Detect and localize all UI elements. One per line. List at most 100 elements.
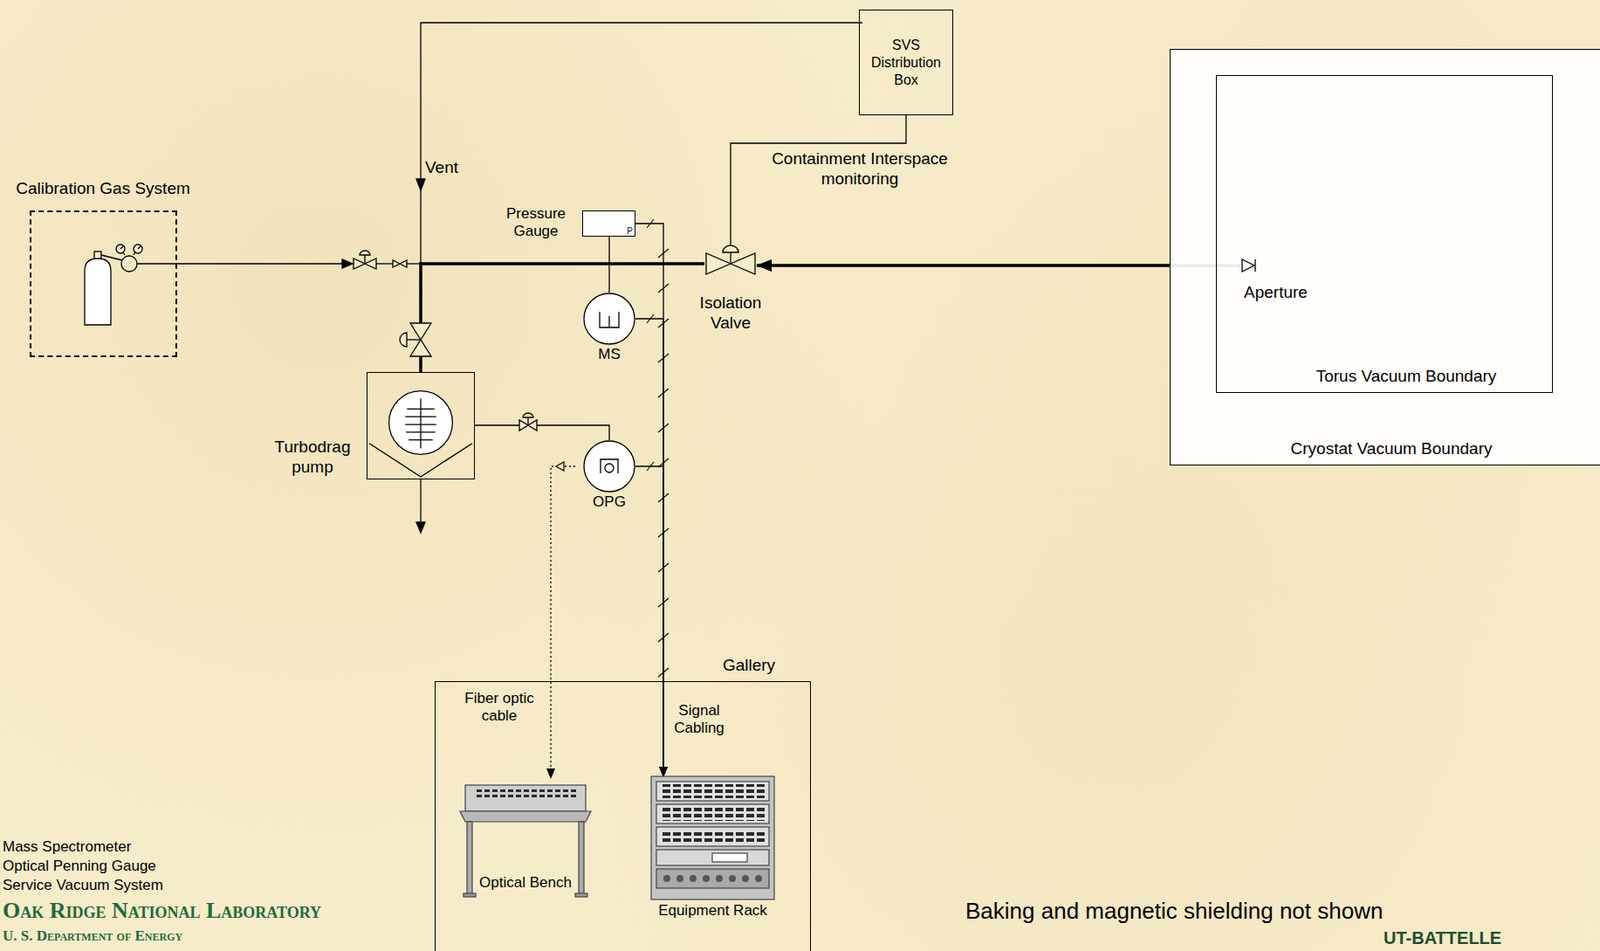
gas-cylinder	[137, 246, 141, 249]
rack-illustration	[659, 829, 765, 844]
aperture-mark	[1242, 259, 1255, 272]
calibration-line	[399, 260, 407, 268]
gas-cylinder	[101, 254, 123, 261]
aperture-symbol: Aperture	[1240, 256, 1258, 275]
main-pipe	[399, 332, 407, 347]
boundary-label: Cryostat Vacuum Boundary	[1260, 439, 1523, 460]
main-pipe	[418, 261, 423, 323]
gauge-mark: P	[626, 226, 633, 236]
calibration-line	[363, 254, 365, 264]
cable-ticks	[646, 219, 669, 677]
cable-label: Fiber optic cable	[455, 689, 543, 726]
rack-illustration	[656, 868, 770, 888]
calibration-line	[342, 259, 353, 268]
calibration-line	[359, 250, 371, 255]
mass-spectrometer: MS	[583, 292, 636, 345]
opg-symbol	[583, 440, 635, 492]
edge-label: Containment Interspace monitoring	[761, 149, 959, 190]
rack-illustration	[659, 806, 765, 821]
main-pipe	[406, 338, 421, 340]
gas-cylinder	[133, 252, 136, 255]
valve-symbol	[729, 252, 731, 264]
gas-cylinder	[116, 244, 125, 254]
valve-symbol	[730, 253, 756, 275]
pump-symbol	[369, 443, 473, 477]
calibration-line	[137, 262, 343, 264]
rack-illustration	[656, 803, 770, 824]
component-label: MS	[583, 345, 636, 364]
fiber-connector	[556, 461, 564, 471]
pump-gauge-valve	[527, 417, 529, 426]
component-label: Isolation Valve	[686, 293, 775, 334]
boundary-label: Torus Vacuum Boundary	[1249, 366, 1564, 387]
component-label: Pressure Gauge	[495, 205, 577, 241]
pump-symbol	[419, 398, 421, 449]
pump-symbol	[408, 439, 433, 440]
valve-symbol	[722, 245, 739, 253]
calibration-line	[376, 262, 393, 264]
bench-illustration	[466, 821, 473, 895]
bench-illustration	[578, 821, 584, 895]
signal-line	[635, 466, 664, 776]
component-label: OPG	[583, 493, 636, 511]
component-label: Aperture	[1243, 282, 1308, 303]
main-pipe	[410, 322, 432, 340]
pump-symbol	[405, 423, 436, 425]
pump-gauge-valve	[519, 419, 529, 431]
cryostat-boundary: Cryostat Vacuum Boundary Torus Vacuum Bou…	[1169, 48, 1600, 466]
group-heading: Calibration Gas System	[2, 178, 204, 200]
gas-system-box: Calibration Gas System	[29, 210, 178, 358]
pump-exhaust	[419, 479, 421, 524]
opg-symbol	[583, 439, 636, 493]
key-entry: Optical Penning Gauge	[2, 857, 157, 875]
pump-exhaust	[416, 479, 426, 533]
pump-gauge-valve	[522, 412, 534, 418]
valve-symbol	[704, 244, 757, 283]
opg-symbol	[600, 459, 619, 474]
torus-boundary: Torus Vacuum BoundaryAperture	[1215, 75, 1553, 393]
pump-symbol	[367, 372, 474, 479]
calibration-line	[406, 262, 421, 264]
signal-line	[635, 223, 664, 776]
main-pipe	[410, 339, 432, 357]
pump-symbol	[389, 391, 454, 455]
pump-exhaust	[416, 521, 426, 533]
rack-illustration	[656, 826, 770, 846]
calibration-line	[353, 258, 365, 269]
pump-gauge-valve	[528, 419, 537, 431]
vacuum-line	[756, 263, 1241, 268]
gas-cylinder	[121, 255, 138, 272]
fiber-optic-line	[550, 466, 576, 778]
rack-illustration	[712, 852, 748, 862]
rack-illustration	[663, 874, 763, 882]
distribution-box: SVS Distribution Box	[858, 9, 954, 116]
aperture-mark	[1242, 259, 1256, 272]
component-label: Turbodrag pump	[264, 437, 361, 478]
bench-illustration	[575, 892, 588, 897]
ms-symbol	[599, 311, 619, 328]
rack-illustration	[659, 783, 765, 798]
equipment-label: Equipment Rack	[642, 901, 783, 920]
pump-symbol	[369, 391, 473, 477]
rack-illustration	[741, 874, 749, 882]
main-pipe	[418, 356, 423, 372]
key-entry: Mass Spectrometer	[2, 837, 131, 856]
rack-illustration	[656, 849, 770, 866]
fiber-connector	[556, 461, 564, 471]
rack-illustration	[755, 874, 763, 882]
vent-line	[416, 178, 426, 191]
gas-cylinder	[133, 244, 143, 254]
gas-cylinder	[123, 252, 125, 255]
pump-symbol	[405, 416, 436, 418]
rack-illustration	[728, 874, 736, 882]
aperture-mark	[1240, 256, 1258, 275]
signal-line	[635, 318, 664, 776]
main-pipe	[608, 236, 610, 264]
equipment-label: Optical Bench	[472, 873, 579, 892]
gas-cylinder	[120, 246, 124, 249]
pump-symbol	[405, 431, 435, 433]
bench-illustration	[465, 784, 586, 811]
optical-bench: Optical Bench	[460, 777, 591, 900]
rack-illustration	[702, 874, 710, 882]
